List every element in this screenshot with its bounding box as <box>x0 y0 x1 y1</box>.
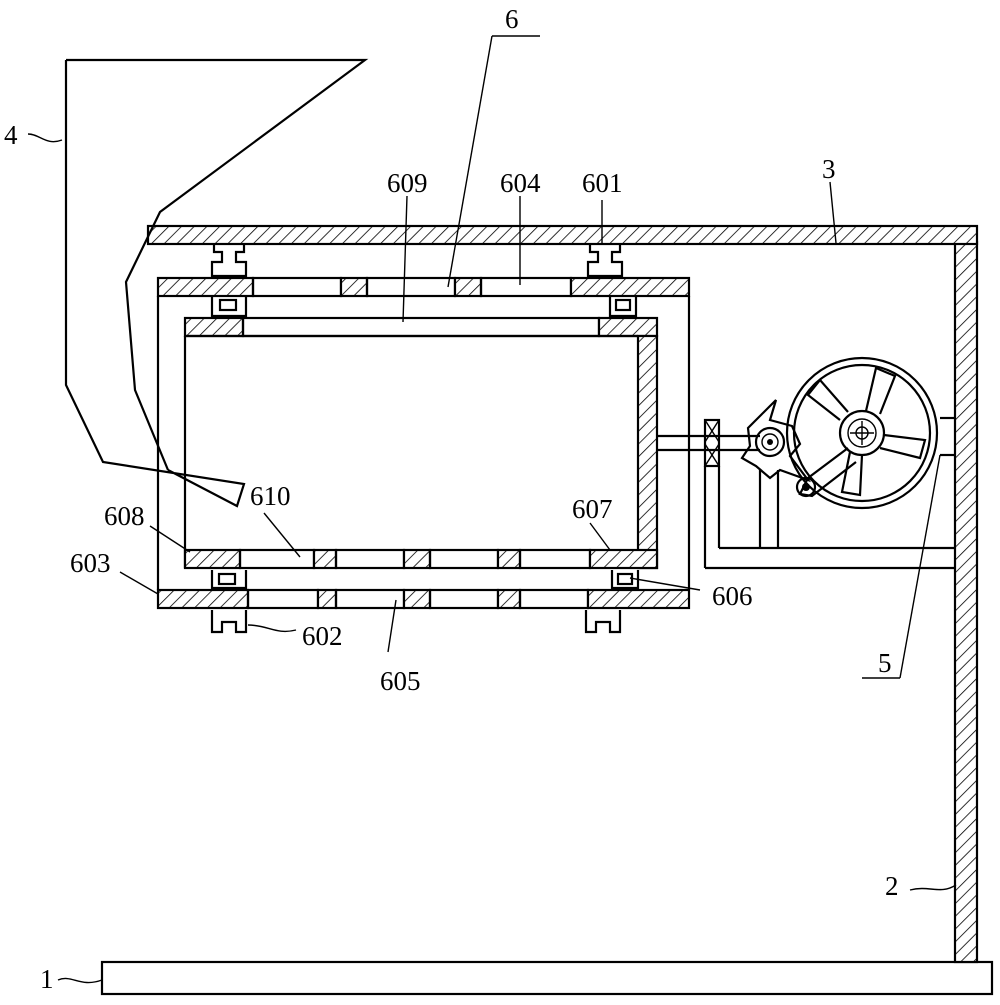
label-610: 610 <box>250 481 291 511</box>
label-607: 607 <box>572 494 613 524</box>
base-plate <box>100 960 994 996</box>
label-2: 2 <box>885 871 899 901</box>
label-603: 603 <box>70 548 111 578</box>
reference-labels: 1 2 3 4 5 6 601 602 603 604 605 606 607 … <box>4 4 899 994</box>
vertical-column <box>953 240 979 964</box>
leader-lines <box>27 35 957 984</box>
label-608: 608 <box>104 501 145 531</box>
sliders <box>210 244 640 634</box>
label-604: 604 <box>500 168 541 198</box>
label-4: 4 <box>4 120 18 150</box>
outer-frame <box>156 276 691 610</box>
drive-mechanism <box>657 356 955 570</box>
label-1: 1 <box>40 964 54 994</box>
label-5: 5 <box>878 648 892 678</box>
inner-box <box>183 316 659 570</box>
label-601: 601 <box>582 168 623 198</box>
label-6: 6 <box>505 4 519 34</box>
label-602: 602 <box>302 621 343 651</box>
hopper <box>64 58 369 508</box>
label-605: 605 <box>380 666 421 696</box>
label-609: 609 <box>387 168 428 198</box>
label-3: 3 <box>822 154 836 184</box>
top-beam <box>146 224 979 246</box>
label-606: 606 <box>712 581 753 611</box>
